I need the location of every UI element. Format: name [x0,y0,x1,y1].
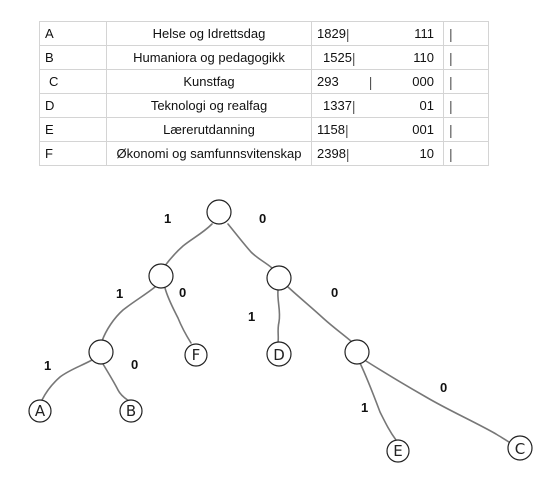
count-cell: 1158| 001 [311,117,444,142]
tree-node-n4 [344,339,370,365]
separator-mark: | [368,73,373,90]
separator-mark: | [351,49,356,66]
leaf-label-a: A [35,402,46,420]
code-value: 01 [419,98,434,113]
tree-node-root [206,199,232,225]
faculty-cell: Lærerutdanning [106,117,312,142]
edge-n2-d [277,289,281,343]
table-row: C Kunstfag 293|000 | [39,69,489,94]
edge-label-n4-right: 0 [440,380,447,395]
edge-root-n1 [163,223,213,268]
separator-mark: | [449,49,453,66]
leaf-label-d: D [273,346,285,364]
end-bar-cell: | [443,21,489,46]
code-value: 001 [412,122,434,137]
leaf-node-c [507,435,533,461]
leaf-node-b [119,399,143,423]
edge-n1-n3 [101,286,156,342]
faculty-cell: Økonomi og samfunnsvitenskap [106,141,312,166]
leaf-label-f: F [192,346,201,364]
count-cell: 2398| 10 [311,141,444,166]
edge-label-n2-left: 1 [248,309,255,324]
count-cell: 1525| 110 [311,45,444,70]
code-value: 000 [412,74,434,89]
table-row: E Lærerutdanning 1158|001 | [39,117,489,142]
faculty-cell: Teknologi og realfag [106,93,312,118]
separator-mark: | [345,25,350,42]
separator-mark: | [449,121,453,138]
leaf-label-b: B [126,402,136,420]
table-row: F Økonomi og samfunnsvitenskap 2398|10 | [39,141,489,166]
count-value: 1158 [317,122,345,137]
edge-label-root-right: 0 [259,211,266,226]
tree-node-n1 [148,263,174,289]
edge-root-n2 [227,223,273,269]
separator-mark: | [344,121,349,138]
tree-node-n2 [266,265,292,291]
tree-node-n3 [88,339,114,365]
table-row: A Helse og Idrettsdag 1829|111 | [39,21,489,46]
count-cell: 1337| 01 [311,93,444,118]
edge-n3-b [102,363,130,402]
edge-label-root-left: 1 [164,211,171,226]
leaf-label-c: C [515,440,525,458]
edge-n1-f [164,287,192,344]
end-bar-cell: | [443,141,489,166]
edge-label-n1-left: 1 [116,286,123,301]
count-value: 2398 [317,146,346,161]
count-value: 293 [317,74,339,89]
edge-label-n3-left: 1 [44,358,51,373]
leaf-node-a [28,399,52,423]
edge-n4-c [365,360,515,447]
edge-label-n4-left: 1 [361,400,368,415]
edge-label-n3-right: 0 [131,357,138,372]
letter-cell: D [39,93,107,118]
count-value: 1829 [317,26,346,41]
leaf-node-e [386,439,410,463]
code-table-body: A Helse og Idrettsdag 1829|111 | B Human… [39,21,489,166]
count-cell: 293 | 000 [311,69,444,94]
code-value: 110 [413,50,434,65]
separator-mark: | [449,73,453,90]
leaf-node-f [184,343,208,367]
huffman-code-table: A Helse og Idrettsdag 1829|111 | B Human… [39,21,489,166]
count-value: 1337 [323,98,352,113]
letter-cell: F [39,141,107,166]
code-value: 111 [414,26,434,41]
separator-mark: | [449,97,453,114]
code-value: 10 [419,146,434,161]
edge-n4-e [359,362,397,441]
edge-n2-n4 [287,286,353,343]
letter-cell: B [39,45,107,70]
edge-label-n1-right: 0 [179,285,186,300]
letter-cell: E [39,117,107,142]
leaf-label-e: E [393,442,402,460]
separator-mark: | [345,145,350,162]
separator-mark: | [351,97,356,114]
separator-mark: | [449,145,453,162]
leaf-node-d [266,341,292,367]
separator-mark: | [449,25,453,42]
end-bar-cell: | [443,93,489,118]
table-row: D Teknologi og realfag 1337|01 | [39,93,489,118]
count-value: 1525 [323,50,352,65]
end-bar-cell: | [443,117,489,142]
edge-label-n2-right: 0 [331,285,338,300]
edge-n3-a [41,359,93,401]
end-bar-cell: | [443,45,489,70]
